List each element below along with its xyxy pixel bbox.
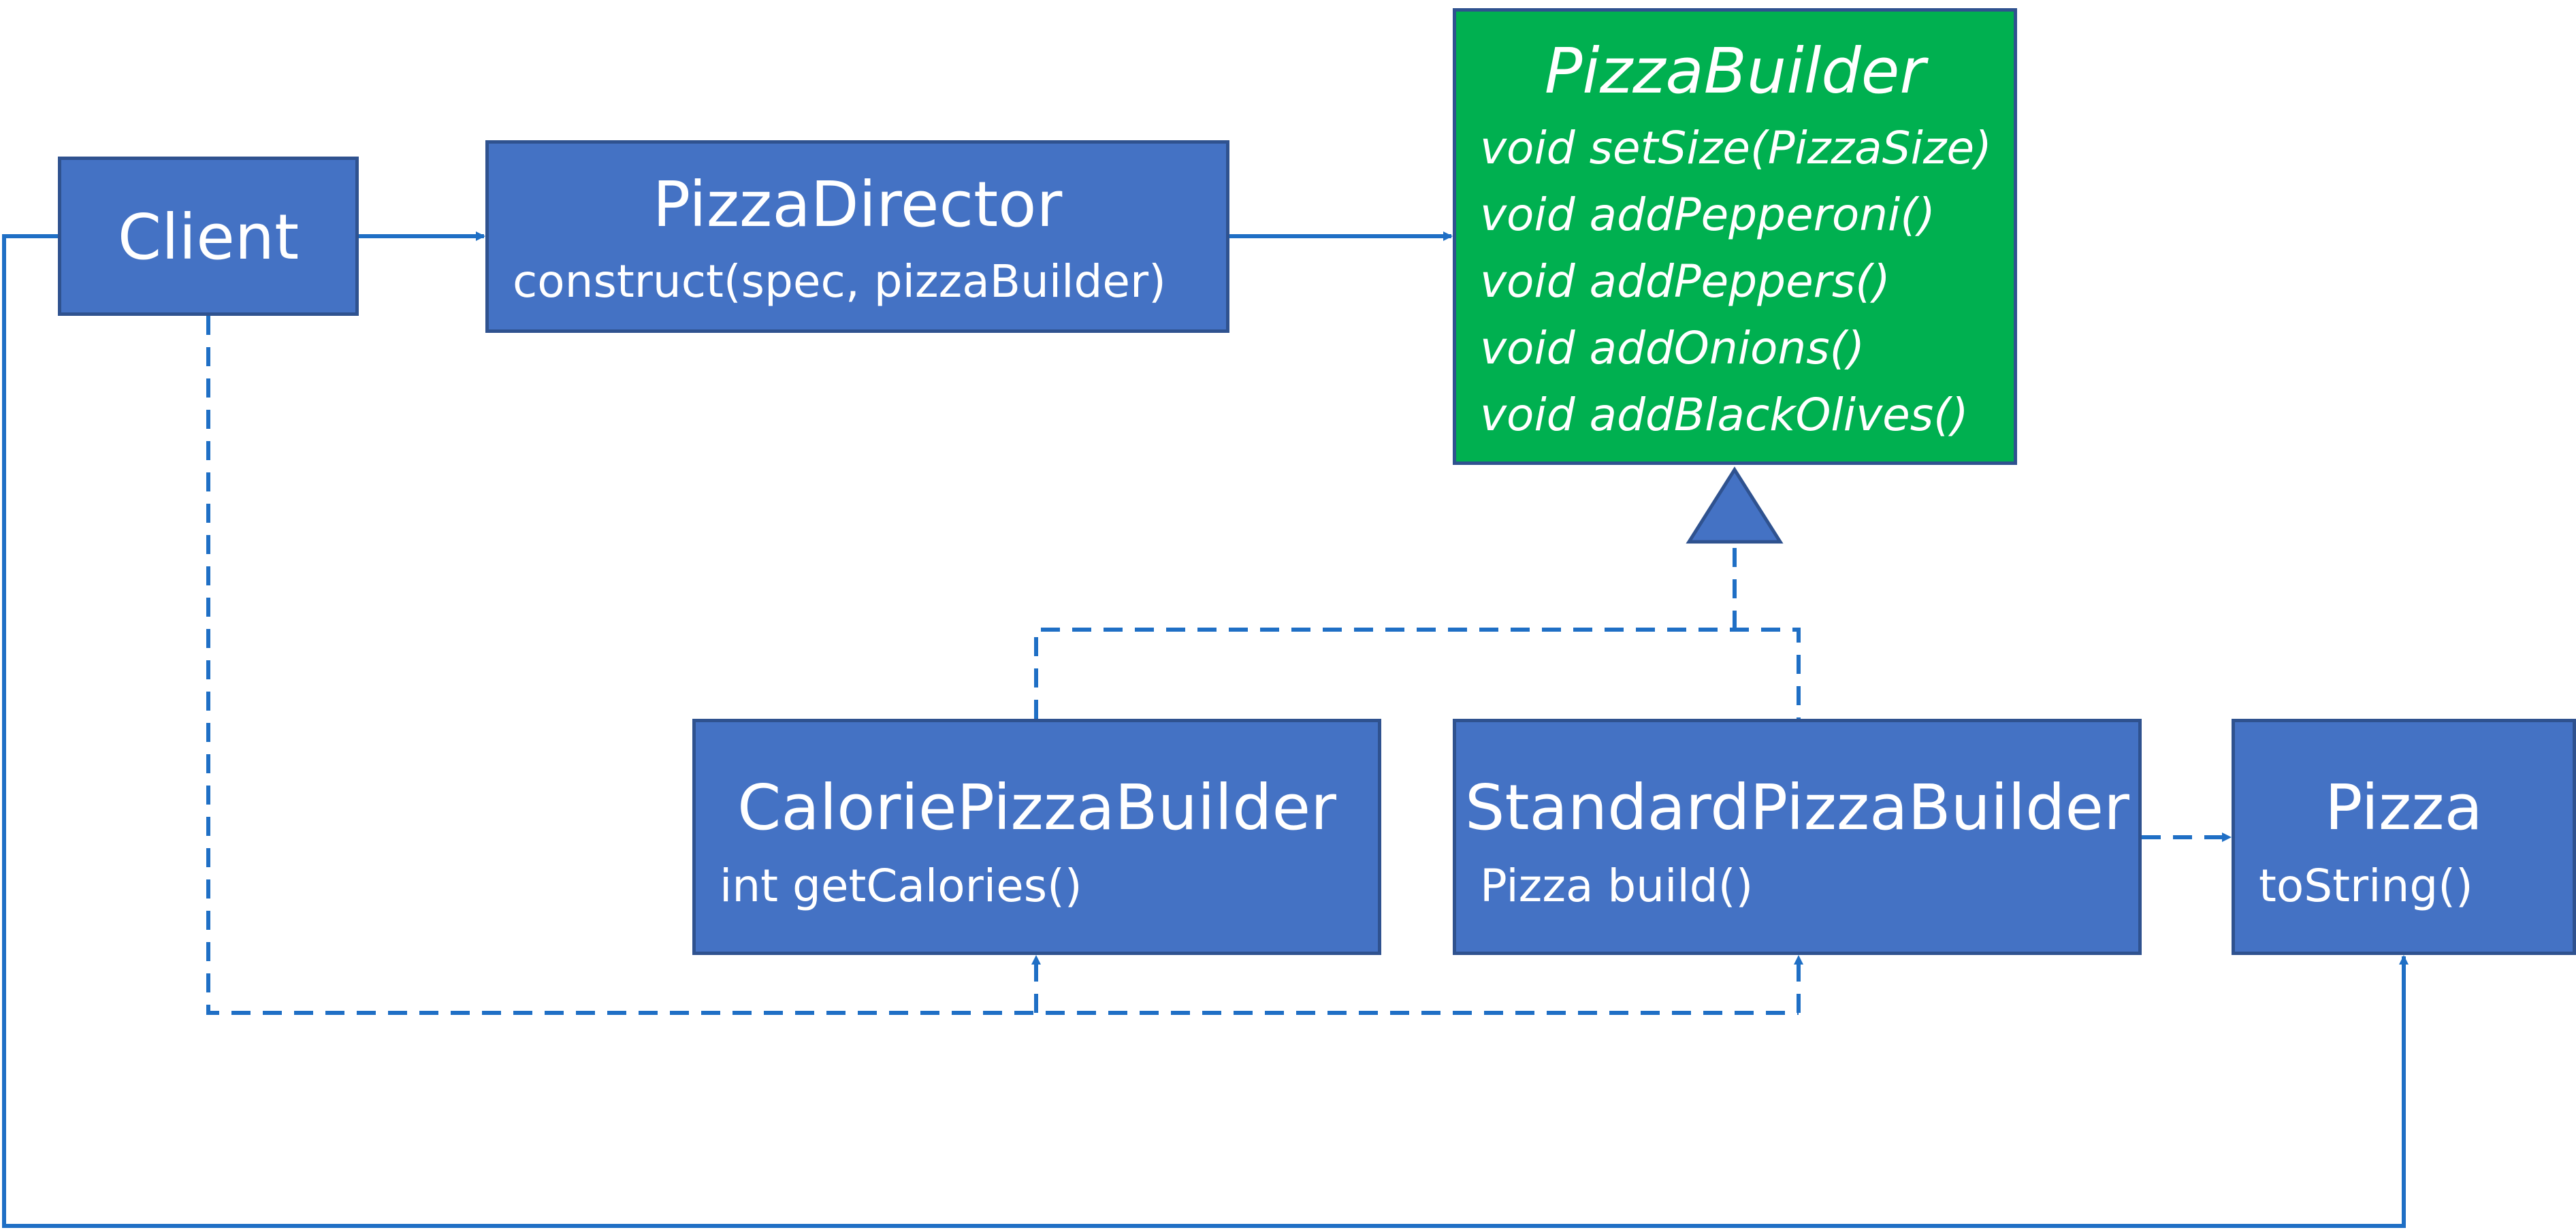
pizza-builder-method: void setSize(PizzaSize): [1480, 122, 1992, 174]
pizza-builder-method: void addOnions(): [1480, 322, 1865, 374]
realization-triangle-icon: [1686, 466, 1784, 544]
pizza-class-box: Pizza toString(): [2232, 719, 2576, 955]
calorie-pizza-builder-class-box: CaloriePizzaBuilder int getCalories(): [692, 719, 1381, 955]
client-to-pizza-arrow: [2, 234, 2409, 1228]
standard-pizza-builder-class-box: StandardPizzaBuilder Pizza build(): [1453, 719, 2142, 955]
pizza-director-title: PizzaDirector: [652, 168, 1063, 241]
pizza-director-class-box: PizzaDirector construct(spec, pizzaBuild…: [485, 140, 1229, 333]
builders-realization-bus: [1034, 628, 1801, 719]
pizza-director-method: construct(spec, pizzaBuilder): [513, 255, 1166, 308]
standard-pizza-builder-title: StandardPizzaBuilder: [1465, 771, 2129, 844]
pizza-method: toString(): [2259, 860, 2473, 912]
pizza-builder-method: void addPepperoni(): [1480, 189, 1935, 241]
calorie-pizza-builder-title: CaloriePizzaBuilder: [737, 771, 1336, 844]
pizza-builder-interface-box: PizzaBuilder void setSize(PizzaSize) voi…: [1453, 8, 2017, 465]
pizza-builder-method: void addPeppers(): [1480, 255, 1890, 308]
pizza-builder-title: PizzaBuilder: [1544, 35, 1926, 108]
pizza-title: Pizza: [2325, 771, 2483, 844]
pizza-builder-method: void addBlackOlives(): [1480, 389, 1969, 441]
client-title: Client: [117, 201, 300, 274]
standard-pizza-builder-method: Pizza build(): [1480, 860, 1754, 912]
client-to-builders-dependency: [206, 316, 1799, 1015]
client-class-box: Client: [58, 157, 359, 316]
calorie-pizza-builder-method: int getCalories(): [720, 860, 1082, 912]
